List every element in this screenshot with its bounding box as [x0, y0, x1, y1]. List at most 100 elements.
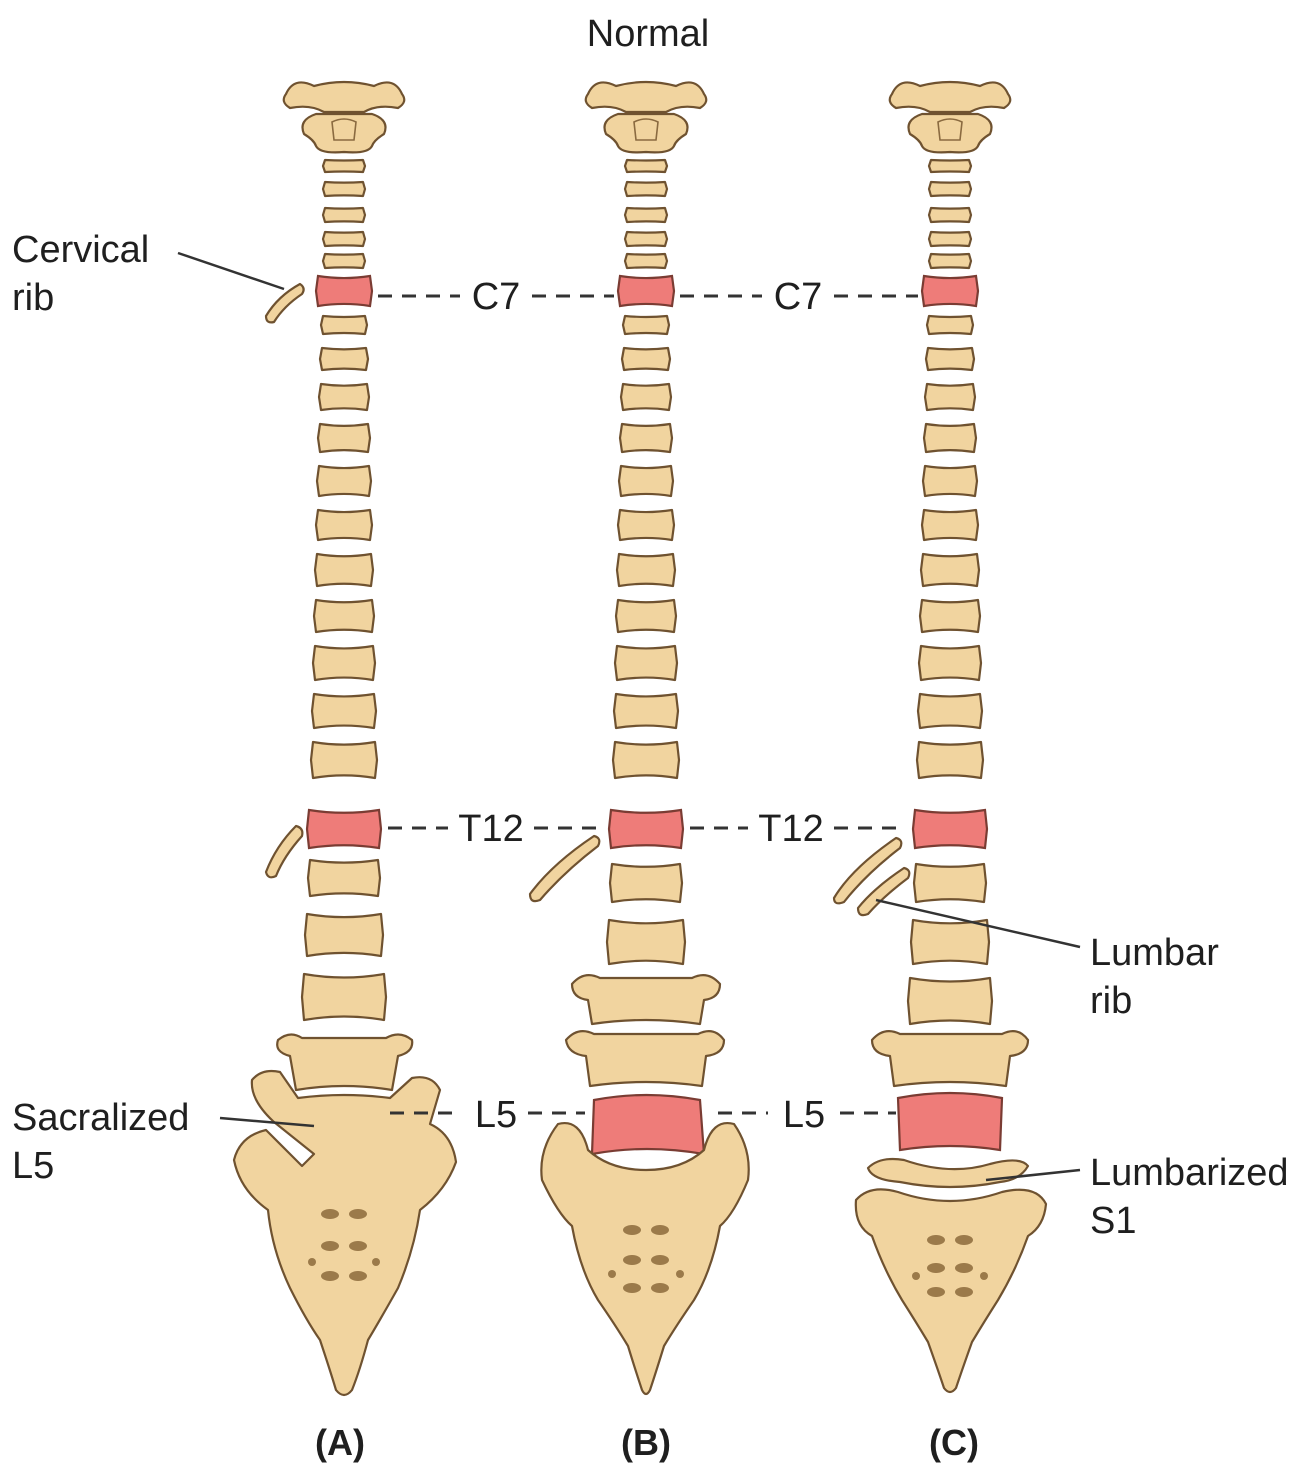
- spine-b: [530, 82, 749, 1394]
- lumbar-vertebra: [302, 974, 386, 1020]
- thoracic-vertebra: [315, 554, 373, 586]
- thoracic-vertebra: [313, 646, 375, 680]
- thoracic-vertebra: [919, 646, 981, 680]
- cervical-vertebra: [323, 208, 365, 222]
- c7-vertebra: [922, 276, 978, 306]
- cervical-vertebra: [323, 160, 365, 172]
- thoracic-vertebra: [926, 348, 974, 370]
- thoracic-vertebra: [925, 384, 975, 410]
- thoracic-vertebra: [623, 316, 669, 334]
- cervical-vertebra: [929, 254, 971, 268]
- cervical-vertebra: [929, 208, 971, 222]
- level-label-c7-ab: C7: [472, 276, 521, 318]
- level-label-l5-ab: L5: [475, 1094, 517, 1136]
- thoracic-vertebra: [319, 384, 369, 410]
- thoracic-vertebra: [316, 510, 372, 540]
- c7-vertebra: [618, 276, 674, 306]
- cervical-vertebra: [323, 254, 365, 268]
- cervical-rib-label-line2: rib: [12, 277, 54, 319]
- lumbar-vertebra: [914, 864, 986, 902]
- lumbar-vertebra: [610, 864, 682, 902]
- atlas-vertebra: [284, 82, 405, 112]
- cervical-vertebra: [625, 182, 667, 196]
- thoracic-vertebra: [618, 510, 674, 540]
- lumbar-vertebra: [308, 860, 380, 896]
- thoracic-vertebra: [616, 600, 676, 632]
- thoracic-vertebra: [924, 424, 976, 452]
- sacralized-l5: [234, 1071, 456, 1395]
- lumbar-rib-label-line1: Lumbar: [1090, 932, 1219, 974]
- thoracic-vertebra: [920, 600, 980, 632]
- l5-vertebra: [898, 1093, 1002, 1150]
- thoracic-vertebra: [314, 600, 374, 632]
- sacralized-l5-label-line2: L5: [12, 1145, 54, 1187]
- t12-vertebra: [307, 810, 381, 848]
- spine-a: [234, 82, 456, 1395]
- spine-c: [834, 82, 1046, 1392]
- lumbar-vertebra: [872, 1031, 1028, 1086]
- l5-vertebra: [592, 1095, 704, 1154]
- cervical-vertebra: [323, 182, 365, 196]
- t12-vertebra: [609, 810, 683, 848]
- page-title: Normal: [587, 13, 709, 55]
- thoracic-vertebra: [312, 694, 376, 728]
- cervical-rib-label-line1: Cervical: [12, 229, 149, 271]
- atlas-vertebra: [890, 82, 1011, 112]
- lumbarized-s1-label-line1: Lumbarized: [1090, 1152, 1289, 1194]
- cervical-vertebra: [929, 232, 971, 246]
- thoracic-vertebra: [620, 424, 672, 452]
- cervical-vertebra: [929, 182, 971, 196]
- atlas-vertebra: [586, 82, 707, 112]
- thoracic-vertebra: [917, 742, 983, 778]
- thoracic-vertebra: [622, 348, 670, 370]
- rib-t12-c: [834, 838, 901, 903]
- thoracic-vertebra: [613, 742, 679, 778]
- lumbar-vertebra: [305, 914, 383, 956]
- panel-label-a: (A): [315, 1422, 365, 1463]
- panel-label-c: (C): [929, 1422, 979, 1463]
- cervical-vertebra: [625, 232, 667, 246]
- level-label-t12-bc: T12: [758, 808, 823, 850]
- cervical-rib: [266, 284, 304, 322]
- thoracic-vertebra: [311, 742, 377, 778]
- cervical-vertebra: [625, 208, 667, 222]
- lumbar-vertebra: [572, 975, 720, 1024]
- lumbar-vertebra: [908, 978, 992, 1024]
- t12-vertebra: [913, 810, 987, 848]
- thoracic-vertebra: [921, 554, 979, 586]
- cervical-vertebra: [625, 254, 667, 268]
- lumbarized-s1-label-line2: S1: [1090, 1200, 1136, 1242]
- cervical-vertebra: [323, 232, 365, 246]
- sacralized-l5-label-line1: Sacralized: [12, 1097, 189, 1139]
- level-label-l5-bc: L5: [783, 1094, 825, 1136]
- cervical-rib-leader: [178, 253, 284, 289]
- thoracic-vertebra: [927, 316, 973, 334]
- cervical-vertebra: [929, 160, 971, 172]
- sacrum: [856, 1189, 1046, 1392]
- lumbar-vertebra: [911, 920, 989, 964]
- thoracic-vertebra: [619, 466, 673, 496]
- thoracic-vertebra: [922, 510, 978, 540]
- thoracic-vertebra: [321, 316, 367, 334]
- lumbar-rib-label-line2: rib: [1090, 980, 1132, 1022]
- lumbar-vertebra: [277, 1034, 412, 1090]
- lumbar-vertebra: [607, 920, 685, 964]
- thoracic-vertebra: [923, 466, 977, 496]
- thoracic-vertebra: [318, 424, 370, 452]
- lumbarized-s1: [868, 1159, 1028, 1187]
- thoracic-vertebra: [621, 384, 671, 410]
- rib-t12-b: [530, 836, 599, 901]
- thoracic-vertebra: [617, 554, 675, 586]
- thoracic-vertebra: [918, 694, 982, 728]
- rib-t12-a: [266, 826, 302, 877]
- thoracic-vertebra: [615, 646, 677, 680]
- level-label-t12-ab: T12: [458, 808, 523, 850]
- lumbar-vertebra: [566, 1031, 724, 1086]
- thoracic-vertebra: [320, 348, 368, 370]
- level-label-c7-bc: C7: [774, 276, 823, 318]
- sacrum: [541, 1123, 748, 1394]
- cervical-vertebra: [625, 160, 667, 172]
- panel-label-b: (B): [621, 1422, 671, 1463]
- thoracic-vertebra: [614, 694, 678, 728]
